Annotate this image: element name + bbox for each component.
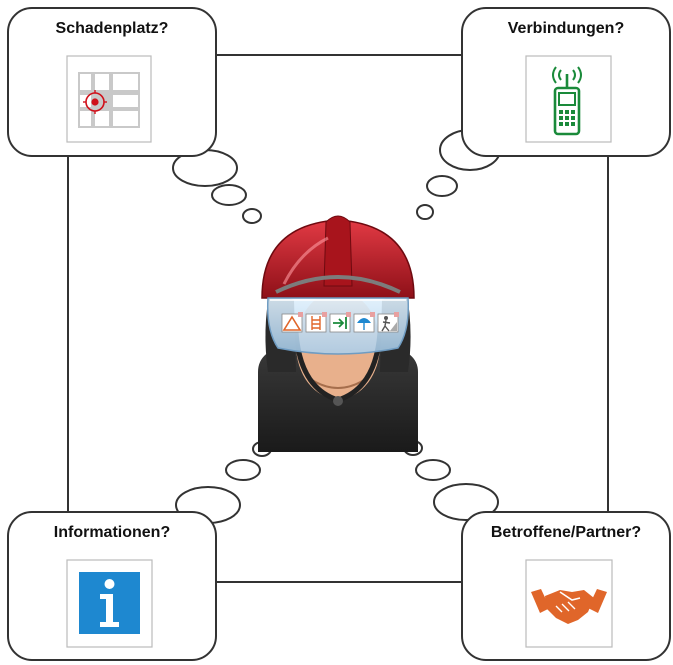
visor-person-icon	[377, 312, 399, 333]
connector-frame	[67, 54, 609, 583]
visor-warning-icon	[281, 312, 303, 333]
visor-ladder-icon	[305, 312, 327, 333]
visor-exit-icon	[329, 312, 351, 333]
thought-trail-top-left	[172, 149, 262, 224]
map-location-icon	[66, 55, 152, 143]
info-icon	[66, 559, 153, 648]
thought-title-top-left: Schadenplatz?	[55, 20, 169, 37]
visor-umbrella-icon	[353, 312, 375, 333]
mobile-phone-icon	[525, 55, 612, 143]
thought-title-top-right: Verbindungen?	[507, 20, 625, 37]
thought-trail-bottom-right	[403, 440, 499, 521]
thought-title-bottom-left: Informationen?	[53, 524, 171, 541]
firefighter-helmet-icon	[258, 215, 418, 452]
thought-trail-bottom-left	[175, 441, 272, 524]
handshake-icon	[525, 559, 613, 648]
thought-title-bottom-right: Betroffene/Partner?	[490, 524, 642, 541]
